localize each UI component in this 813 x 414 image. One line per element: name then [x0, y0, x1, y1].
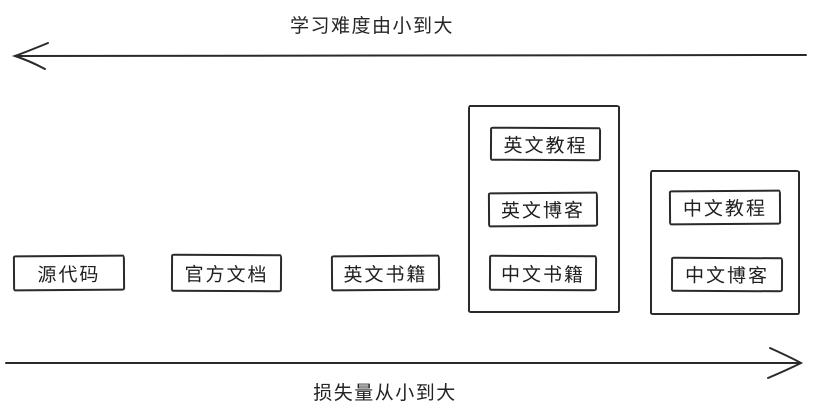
left-arrow-icon — [11, 42, 807, 70]
node-english-blogs: 英文博客 — [487, 191, 599, 228]
node-english-books-label: 英文书籍 — [343, 263, 428, 286]
loss-axis-label: 损失量从小到大 — [313, 382, 457, 404]
node-english-blogs-label: 英文博客 — [500, 199, 586, 223]
node-english-books: 英文书籍 — [330, 254, 441, 292]
node-chinese-tutorials-label: 中文教程 — [682, 197, 768, 221]
right-arrow-icon — [5, 347, 804, 379]
group-chinese-easy: 中文教程 中文博客 — [650, 170, 800, 315]
node-source-code-label: 源代码 — [37, 263, 101, 286]
node-official-docs: 官方文档 — [170, 253, 283, 293]
node-chinese-blogs-label: 中文博客 — [684, 264, 770, 288]
node-source-code: 源代码 — [12, 254, 126, 292]
node-chinese-books-label: 中文书籍 — [500, 263, 586, 286]
node-official-docs-label: 官方文档 — [184, 263, 269, 286]
node-chinese-tutorials: 中文教程 — [668, 189, 782, 226]
node-english-tutorials-label: 英文教程 — [503, 134, 588, 157]
node-chinese-blogs: 中文博客 — [670, 256, 784, 293]
node-chinese-books: 中文书籍 — [488, 254, 598, 292]
node-english-tutorials: 英文教程 — [489, 126, 602, 162]
group-english-advanced: 英文教程 英文博客 中文书籍 — [468, 105, 620, 313]
learning-difficulty-axis-label: 学习难度由小到大 — [289, 15, 455, 37]
